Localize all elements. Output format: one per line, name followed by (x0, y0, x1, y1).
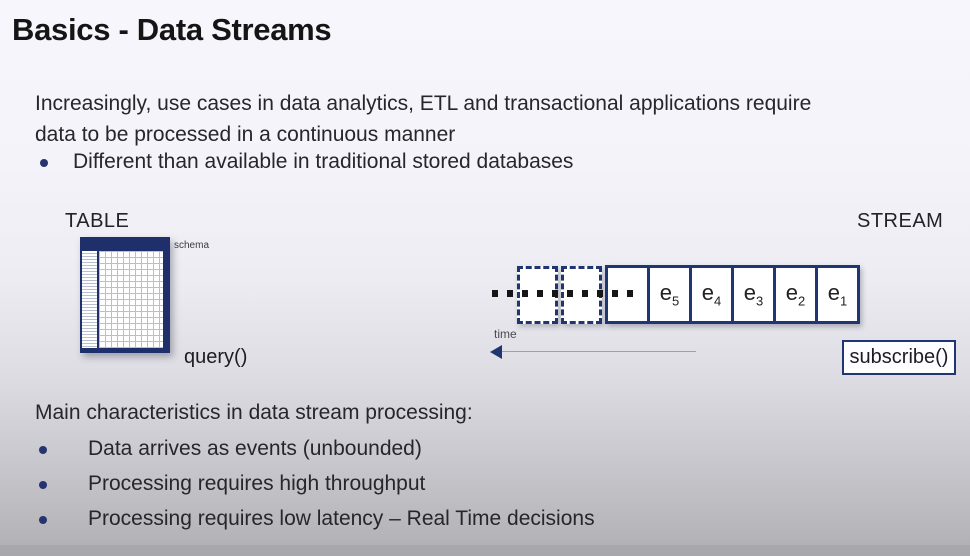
event-label: e1 (827, 280, 848, 309)
table-body (82, 251, 163, 348)
subscribe-method-box: subscribe() (842, 340, 956, 375)
incoming-events-dots (492, 290, 638, 297)
characteristic-bullet-text: Processing requires high throughput (88, 472, 426, 495)
event-label: e5 (659, 280, 680, 309)
event-cell: e2 (773, 265, 818, 324)
bottom-letterbox-strip (0, 545, 970, 556)
time-axis-line (499, 351, 696, 352)
intro-paragraph: Increasingly, use cases in data analytic… (35, 88, 811, 150)
slide-title: Basics - Data Streams (12, 12, 332, 47)
event-cell: e1 (815, 265, 860, 324)
characteristic-bullet-item: Data arrives as events (unbounded) (39, 437, 422, 461)
characteristic-bullet-text: Processing requires low latency – Real T… (88, 507, 595, 530)
table-schema-header (82, 237, 163, 251)
query-method-label: query() (184, 346, 248, 368)
event-label: e3 (743, 280, 764, 309)
bullet-dot-icon (39, 446, 47, 454)
event-label: e4 (701, 280, 722, 309)
time-axis-label: time (494, 327, 517, 341)
time-arrowhead-icon (490, 345, 502, 359)
intro-bullet-text: Different than available in traditional … (73, 150, 574, 173)
table-figure (80, 237, 170, 353)
intro-line-2: data to be processed in a continuous man… (35, 123, 456, 146)
characteristic-bullet-item: Processing requires high throughput (39, 472, 425, 496)
bullet-dot-icon (39, 516, 47, 524)
intro-line-1: Increasingly, use cases in data analytic… (35, 92, 812, 115)
table-column-divider (97, 251, 99, 348)
intro-bullet-item: Different than available in traditional … (40, 150, 573, 174)
event-cell: e5 (647, 265, 692, 324)
event-cell: e3 (731, 265, 776, 324)
bullet-dot-icon (39, 481, 47, 489)
event-stream-row: e5 e4 e3 e2 e1 (605, 265, 860, 324)
event-label: e2 (785, 280, 806, 309)
main-characteristics-heading: Main characteristics in data stream proc… (35, 401, 473, 424)
table-grid-cells (99, 251, 163, 348)
characteristic-bullet-item: Processing requires low latency – Real T… (39, 507, 595, 531)
schema-label: schema (174, 240, 210, 251)
event-cell: e4 (689, 265, 734, 324)
bullet-dot-icon (40, 159, 48, 167)
table-figure-label: TABLE (65, 210, 130, 232)
table-key-column (82, 251, 97, 348)
characteristic-bullet-text: Data arrives as events (unbounded) (88, 437, 422, 460)
stream-figure-label: STREAM (857, 210, 944, 232)
